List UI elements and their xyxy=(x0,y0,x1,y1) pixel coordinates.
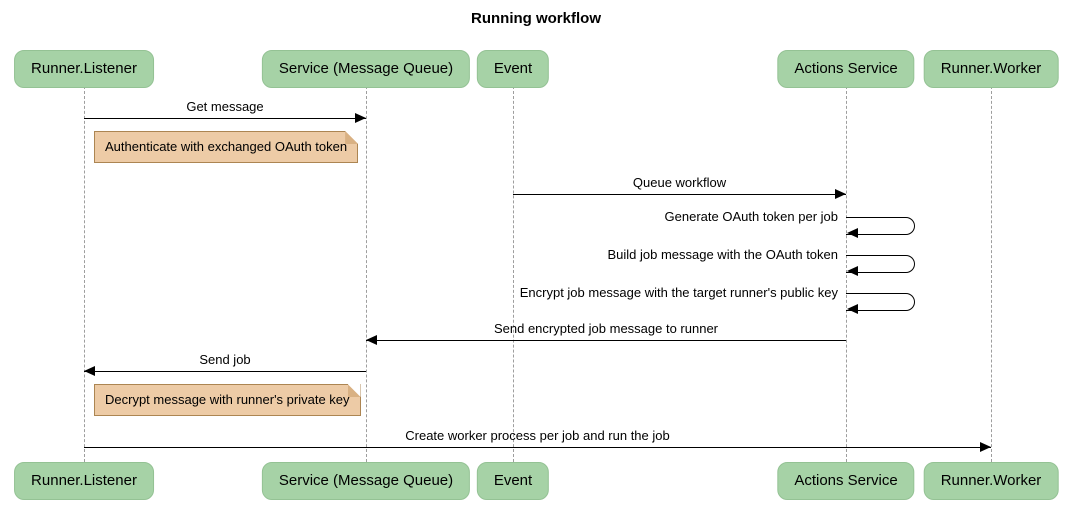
actor-bottom-event: Event xyxy=(476,462,550,500)
lifeline-actions-service xyxy=(846,86,847,462)
self-call-label: Build job message with the OAuth token xyxy=(607,247,838,262)
lifeline-runner-worker xyxy=(991,86,992,462)
note: Authenticate with exchanged OAuth token xyxy=(94,131,359,163)
message-label: Send encrypted job message to runner xyxy=(493,321,719,336)
arrowhead-icon xyxy=(847,304,858,314)
actor-bottom-actions-service: Actions Service xyxy=(777,462,915,500)
message-line xyxy=(366,340,846,341)
arrowhead-icon xyxy=(847,228,858,238)
actor-top-event: Event xyxy=(476,50,550,88)
arrowhead-icon xyxy=(84,366,95,376)
arrowhead-icon xyxy=(980,442,991,452)
message-line xyxy=(84,371,366,372)
actor-top-runner-listener: Runner.Listener xyxy=(14,50,154,88)
message-label: Create worker process per job and run th… xyxy=(405,428,670,443)
actor-bottom-service-message-queue: Service (Message Queue) xyxy=(261,462,471,500)
note-text: Decrypt message with runner's private ke… xyxy=(105,392,350,407)
self-call-loop xyxy=(846,217,915,235)
actor-bottom-runner-listener: Runner.Listener xyxy=(14,462,154,500)
note: Decrypt message with runner's private ke… xyxy=(94,384,361,416)
self-call-label: Generate OAuth token per job xyxy=(664,209,838,224)
message-label: Send job xyxy=(199,352,251,367)
arrowhead-icon xyxy=(366,335,377,345)
diagram-title: Running workflow xyxy=(471,10,601,27)
actor-top-actions-service: Actions Service xyxy=(777,50,915,88)
note-text: Authenticate with exchanged OAuth token xyxy=(105,139,348,154)
message-line xyxy=(84,118,366,119)
actor-bottom-runner-worker: Runner.Worker xyxy=(923,462,1059,500)
arrowhead-icon xyxy=(847,266,858,276)
lifeline-runner-listener xyxy=(84,86,85,462)
arrowhead-icon xyxy=(355,113,366,123)
message-label: Get message xyxy=(186,99,264,114)
message-label: Queue workflow xyxy=(632,175,727,190)
actor-top-runner-worker: Runner.Worker xyxy=(923,50,1059,88)
message-line xyxy=(513,194,846,195)
self-call-label: Encrypt job message with the target runn… xyxy=(519,285,838,300)
arrowhead-icon xyxy=(835,189,846,199)
self-call-loop xyxy=(846,293,915,311)
lifeline-service-message-queue xyxy=(366,86,367,462)
self-call-loop xyxy=(846,255,915,273)
actor-top-service-message-queue: Service (Message Queue) xyxy=(261,50,471,88)
message-line xyxy=(84,447,991,448)
lifeline-event xyxy=(513,86,514,462)
